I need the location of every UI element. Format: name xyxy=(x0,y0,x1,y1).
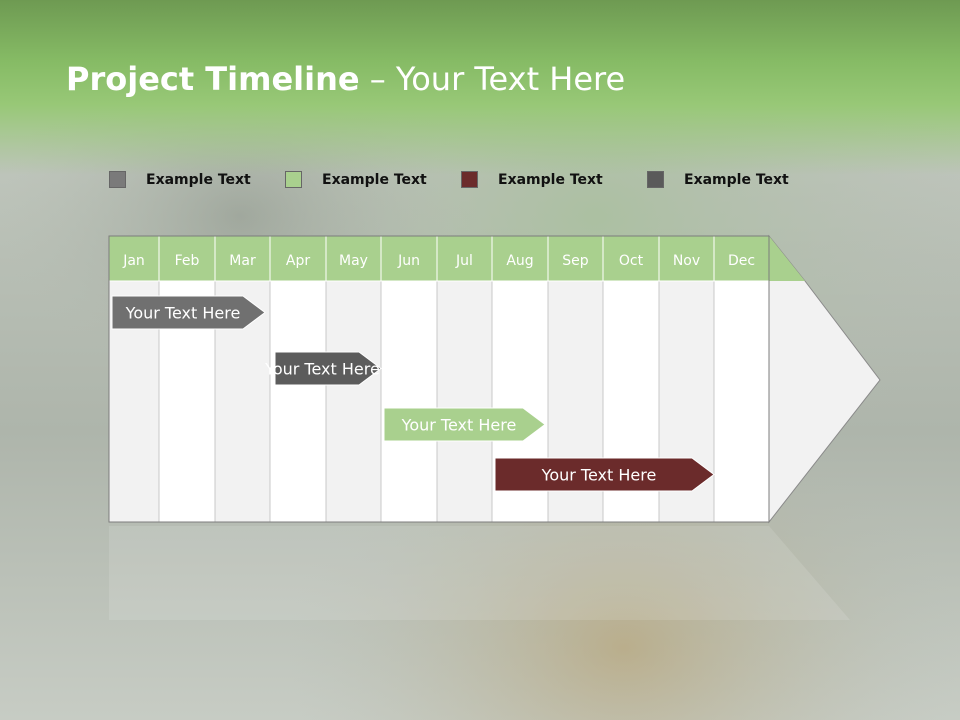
month-column xyxy=(325,280,382,523)
task-bar-label: Your Text Here xyxy=(264,360,380,379)
month-label: Aug xyxy=(506,253,533,269)
month-header-cell xyxy=(108,235,160,282)
month-header-cell xyxy=(380,235,438,282)
month-label: Jul xyxy=(455,253,473,269)
month-label: May xyxy=(339,253,368,269)
task-bar xyxy=(274,351,382,386)
timeline-arrow-head-header xyxy=(769,236,805,281)
timeline-frame xyxy=(108,235,770,523)
month-label: Mar xyxy=(229,253,256,269)
legend-swatch xyxy=(461,171,478,188)
task-bar xyxy=(494,457,715,492)
month-column xyxy=(380,280,438,523)
legend-label: Example Text xyxy=(498,172,603,188)
legend-label: Example Text xyxy=(322,172,427,188)
month-label: Sep xyxy=(562,253,589,269)
task-bar xyxy=(111,295,266,330)
legend-label: Example Text xyxy=(684,172,789,188)
month-header-cell xyxy=(713,235,770,282)
month-header-cell xyxy=(491,235,549,282)
legend-swatch xyxy=(647,171,664,188)
month-label: Jun xyxy=(397,253,420,269)
month-label: Oct xyxy=(619,253,644,269)
month-header-cell xyxy=(658,235,715,282)
legend-swatch xyxy=(285,171,302,188)
month-header-cell xyxy=(325,235,382,282)
month-header-cell xyxy=(269,235,327,282)
month-label: Nov xyxy=(673,253,700,269)
timeline-reflection xyxy=(109,526,850,620)
legend-swatch xyxy=(109,171,126,188)
month-label: Apr xyxy=(286,253,310,269)
month-column xyxy=(269,280,327,523)
task-bar-label: Your Text Here xyxy=(541,466,657,485)
month-label: Jan xyxy=(122,253,145,269)
task-bar-label: Your Text Here xyxy=(401,416,517,435)
month-header-cell xyxy=(214,235,271,282)
slide-title: Project Timeline – Your Text Here xyxy=(66,60,625,98)
title-bold: Project Timeline xyxy=(66,60,360,98)
month-header-cell xyxy=(547,235,604,282)
month-label: Feb xyxy=(175,253,200,269)
month-column xyxy=(436,280,493,523)
header-band xyxy=(0,0,960,175)
task-bar xyxy=(383,407,546,442)
month-label: Dec xyxy=(728,253,755,269)
month-column xyxy=(713,280,770,523)
month-header-cell xyxy=(158,235,216,282)
task-bar-label: Your Text Here xyxy=(125,304,241,323)
legend-label: Example Text xyxy=(146,172,251,188)
title-rest: – Your Text Here xyxy=(359,60,626,98)
month-header-cell xyxy=(436,235,493,282)
